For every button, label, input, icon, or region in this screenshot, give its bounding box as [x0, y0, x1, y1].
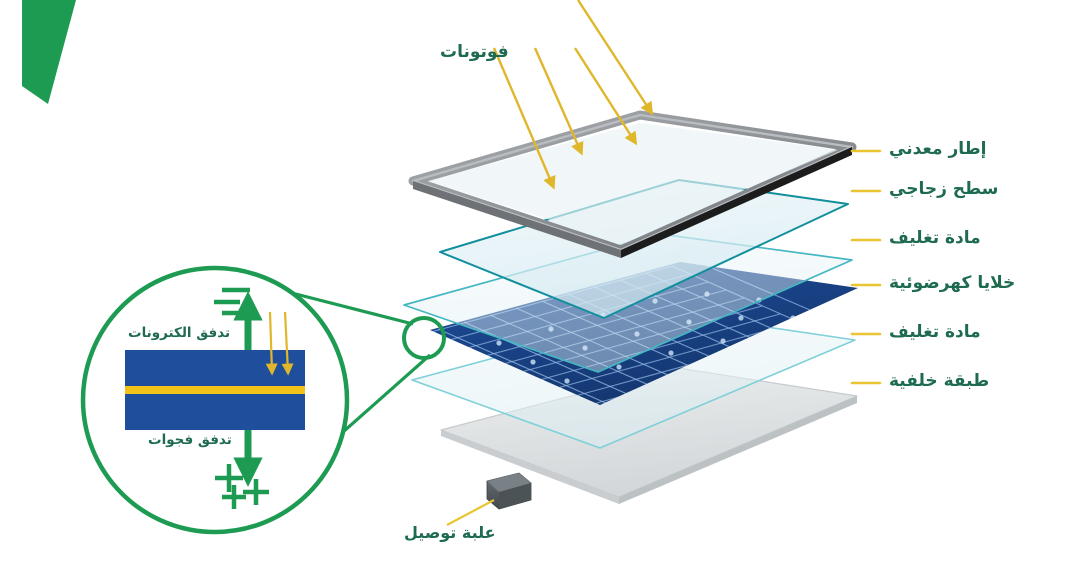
magnifier-source-circle	[402, 316, 446, 360]
layer-label-leaders	[850, 149, 882, 385]
junction-box	[486, 472, 532, 510]
hole-flow-label: تدفق فجوات	[148, 432, 232, 448]
electron-flow-label: تدفق الكترونات	[128, 325, 231, 341]
photon-arrows	[492, 0, 654, 190]
callout-photon-arrows	[265, 311, 294, 376]
label-backsheet: طبقة خلفية	[889, 371, 990, 391]
semiconductor-block	[125, 350, 305, 430]
label-encapsulant-bottom: مادة تغليف	[889, 322, 981, 342]
junction-box-leader-line	[446, 499, 495, 526]
plus-signs	[215, 464, 269, 509]
label-pv-cells: خلايا كهرضوئية	[889, 273, 1016, 293]
junction-box-label: علبة توصيل	[404, 523, 496, 542]
layer-backsheet	[440, 367, 858, 504]
magnifier-callout	[80, 265, 446, 535]
brand-swoosh-icon	[22, 0, 76, 104]
layer-metal-frame	[408, 110, 857, 258]
photons-label: فوتونات	[440, 42, 509, 62]
minus-signs	[214, 287, 250, 316]
label-glass-surface: سطح زجاجي	[889, 179, 999, 199]
label-metal-frame: إطار معدني	[889, 139, 987, 159]
label-encapsulant-top: مادة تغليف	[889, 228, 981, 248]
